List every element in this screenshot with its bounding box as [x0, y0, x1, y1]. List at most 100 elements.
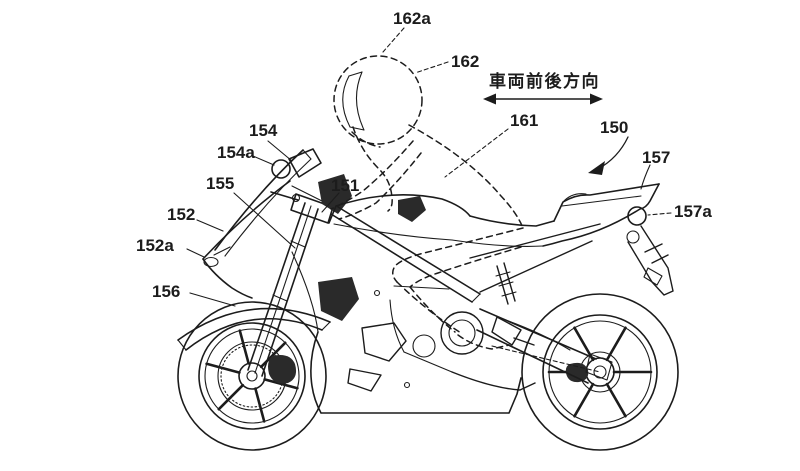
- rear-hub: [585, 357, 615, 387]
- front-fork: [247, 191, 426, 377]
- belly-pan: [310, 331, 522, 414]
- drive-chain: [491, 345, 601, 373]
- front-wheel: [177, 301, 327, 451]
- leader-lines-dashed: [382, 27, 672, 216]
- frame-engine: [330, 206, 613, 391]
- exhaust-lower: [451, 371, 536, 391]
- tank-seat-tail: [328, 183, 674, 296]
- rear-axle: [593, 365, 607, 379]
- helmet: [333, 55, 423, 145]
- clutch-cover: [440, 311, 484, 355]
- front-tire: [177, 301, 327, 451]
- front-rim-outer: [198, 322, 306, 430]
- ref-label-152: 152: [167, 205, 195, 224]
- footpeg: [491, 316, 535, 346]
- engine-block: [389, 285, 450, 353]
- taillight: [627, 206, 647, 226]
- front-brake-caliper: [268, 355, 297, 384]
- ref-label-150: 150: [600, 118, 628, 137]
- ref-label-154: 154: [249, 121, 278, 140]
- clutch-cover-inner: [448, 319, 476, 347]
- leader-lines: [186, 27, 672, 307]
- leader-lines-solid: [186, 140, 651, 307]
- ref-label-156: 156: [152, 282, 180, 301]
- direction-arrow-head-right: [590, 93, 603, 105]
- fairing-bolt-2: [403, 381, 411, 389]
- rear-wheel: [521, 293, 679, 451]
- fairing-vents: [347, 322, 407, 392]
- nose-cowl-bottom: [202, 258, 253, 299]
- rider-back: [408, 124, 524, 229]
- passenger-pad: [562, 193, 587, 203]
- rider-boot: [457, 334, 510, 350]
- handlebar-controls: [398, 196, 426, 222]
- front-rim-inner: [204, 328, 300, 424]
- visor-opening: [342, 71, 365, 131]
- nose-cowl-edge: [202, 180, 291, 260]
- bar-end: [291, 193, 301, 203]
- shock-coils: [495, 271, 517, 297]
- rider-arm-upper: [330, 140, 414, 210]
- ref-label-151: 151: [331, 176, 359, 195]
- turn-signal: [643, 267, 663, 286]
- tail-cowl-top: [553, 183, 660, 222]
- license-bracket: [627, 225, 674, 296]
- rear-brake-caliper: [565, 362, 589, 383]
- headlight: [203, 256, 219, 268]
- bodywork: [202, 148, 522, 414]
- engine-lower: [403, 351, 453, 373]
- ref-label-154a: 154a: [217, 143, 255, 162]
- fender-ends: [177, 321, 331, 351]
- swingarm-brace: [499, 317, 571, 351]
- fender-outer: [177, 307, 331, 341]
- front-spokes: [205, 329, 299, 423]
- main-frame-beam: [330, 206, 481, 303]
- seat-base-seam: [451, 239, 544, 247]
- ref-label-162: 162: [451, 52, 479, 71]
- windscreen-inner: [224, 149, 312, 257]
- rear-rim-outer: [542, 314, 658, 430]
- rider-thigh: [392, 227, 524, 283]
- helmet-chin: [351, 131, 381, 148]
- triple-clamp: [290, 193, 334, 224]
- tail-crease: [561, 195, 642, 207]
- ref-label-155: 155: [206, 174, 234, 193]
- direction-label: 車両前後方向: [489, 71, 600, 92]
- fairing-bolt-1: [373, 289, 381, 297]
- tank-lower-seam: [333, 223, 453, 241]
- frame-cross: [471, 293, 481, 303]
- helmet-visor: [342, 71, 365, 131]
- rider-phantom: [330, 55, 524, 350]
- ref-label-152a: 152a: [136, 236, 174, 255]
- rider-shin: [396, 281, 462, 334]
- rider-arm-lower: [338, 152, 422, 220]
- fender-inner: [185, 317, 323, 351]
- brake-lever: [270, 191, 299, 201]
- swingarm: [476, 308, 597, 384]
- fairing-vent-dark: [318, 277, 359, 321]
- front-axle: [246, 370, 258, 382]
- rear-tire: [521, 293, 679, 451]
- crank-cover: [412, 334, 436, 358]
- front-hub: [238, 362, 266, 390]
- rider-shin-rear: [409, 286, 456, 333]
- headlight-seam: [213, 246, 231, 256]
- ref-label-157a: 157a: [674, 202, 712, 221]
- rear-reflector: [626, 230, 640, 244]
- ref-label-162a: 162a: [393, 9, 431, 28]
- subframe: [469, 223, 601, 293]
- arrow-150-head: [588, 161, 605, 175]
- fork-joints: [272, 240, 306, 302]
- seat: [469, 215, 555, 227]
- rider-chest: [352, 126, 393, 212]
- fork-inner-tube: [254, 205, 312, 374]
- rider-thigh-rear: [409, 246, 522, 288]
- fork-legs: [247, 202, 319, 377]
- direction-arrow-head-left: [483, 93, 496, 105]
- mirror: [271, 159, 291, 179]
- mirror-housing: [288, 148, 322, 178]
- front-fender: [177, 307, 331, 351]
- ref-label-161: 161: [510, 111, 538, 130]
